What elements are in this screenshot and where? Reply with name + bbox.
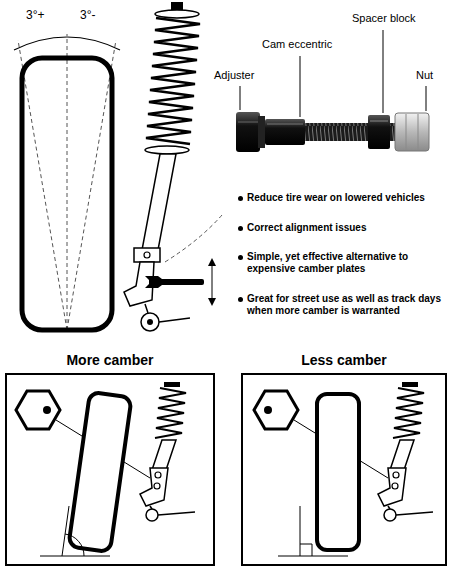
part-name: Spacer block — [352, 12, 416, 25]
feature-bullet: Correct alignment issues — [247, 222, 445, 234]
part-name: Cam eccentric — [262, 38, 332, 51]
panel-heading: More camber — [5, 352, 215, 369]
strut-figure — [124, 2, 222, 331]
panel-frame — [241, 373, 447, 566]
less-camber-figure — [254, 382, 433, 556]
panel-heading: Less camber — [241, 352, 447, 369]
feature-bullet: Simple, yet effective alternative to exp… — [247, 251, 445, 275]
more-camber-figure — [16, 382, 195, 556]
bullet-dot — [238, 297, 243, 302]
bullet-dot — [238, 255, 243, 260]
part-name: Nut — [416, 69, 433, 82]
angle-value: 3°- — [80, 8, 95, 22]
adjust-arrow — [208, 258, 216, 306]
angle-value: 3°+ — [26, 8, 44, 22]
camber-panel: More camber — [5, 352, 215, 566]
feature-bullet: Reduce tire wear on lowered vehicles — [247, 192, 445, 204]
feature-bullet: Great for street use as well as track da… — [247, 293, 445, 317]
panel-frame — [5, 373, 215, 566]
wrench-symbol — [145, 276, 204, 288]
bullet-dot — [238, 226, 243, 231]
bullet-dot — [238, 196, 243, 201]
part-name: Adjuster — [214, 69, 254, 82]
wheel-figure — [14, 34, 120, 330]
camber-bolt — [236, 112, 429, 152]
leader-line — [240, 30, 426, 117]
camber-panel: Less camber — [241, 352, 447, 566]
